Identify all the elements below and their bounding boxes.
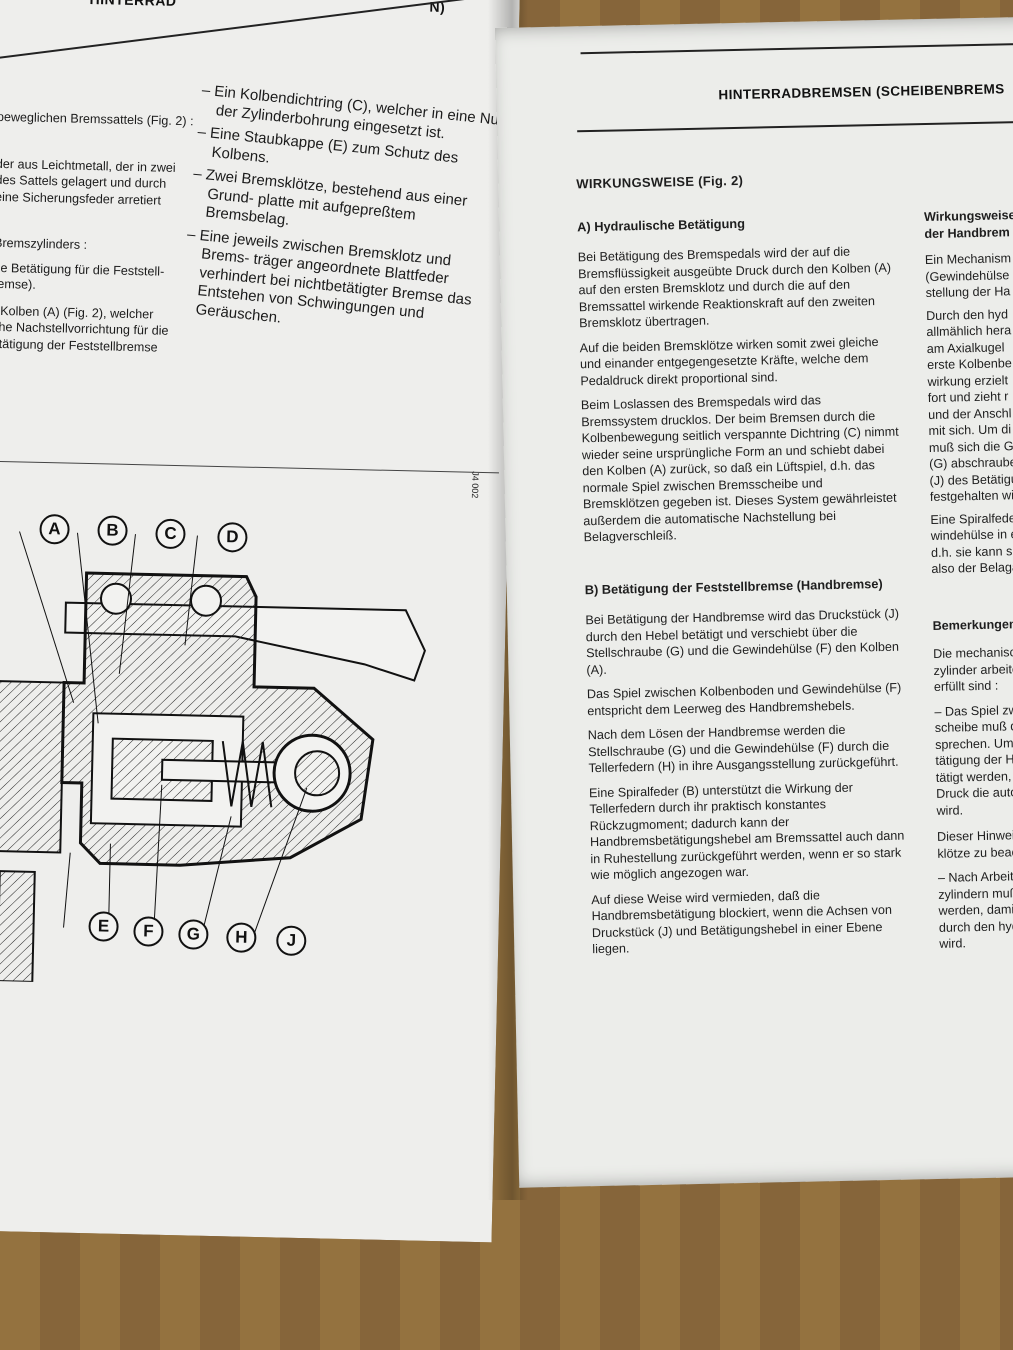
- edge-line: d.h. sie kann sic: [930, 543, 1013, 560]
- right-edge-column: Wirkungsweise der Handbrem Ein Mechanism…: [924, 206, 1013, 952]
- edge-line: windehülse in ei: [930, 527, 1013, 543]
- edge-line: stellung der Ha: [925, 284, 1011, 301]
- paragraph: Beim Loslassen des Bremspedals wird das …: [580, 393, 899, 545]
- paragraph: Auf die beiden Bremsklötze wirken somit …: [579, 334, 879, 388]
- edge-line: muß sich die Ge: [928, 438, 1013, 455]
- edge-line: Wirkungsweise: [923, 208, 1013, 225]
- edge-line: sprechen. Um: [934, 735, 1013, 752]
- edge-line: klötze zu beachte: [937, 844, 1013, 861]
- right-page: HINTERRADBREMSEN (SCHEIBENBREMS WIRKUNGS…: [495, 16, 1013, 1188]
- paragraph: Das Spiel zwischen Kolbenboden und Gewin…: [586, 680, 902, 718]
- edge-line: – Nach Arbeiten: [937, 869, 1013, 885]
- edge-line: und der Anschl: [928, 405, 1012, 422]
- left-bullet-list: – Ein Kolbendichtring (C), welcher in ei…: [178, 82, 511, 354]
- edge-line: wird.: [936, 802, 964, 818]
- left-column-text: beweglichen Bremssattels (Fig. 2) : der …: [0, 109, 197, 356]
- edge-line: mit sich. Um di: [928, 422, 1012, 439]
- right-page-header: HINTERRADBREMSEN (SCHEIBENBREMS: [718, 81, 1005, 103]
- edge-line: zylindern muß: [938, 885, 1013, 902]
- edge-line: am Axialkugel: [926, 339, 1005, 356]
- edge-line: festgehalten wir: [929, 488, 1013, 504]
- left-line: remse).: [0, 276, 36, 292]
- right-header-rule: [577, 120, 1013, 133]
- edge-line: fort und zieht r: [927, 389, 1009, 406]
- edge-line: Dieser Hinweis is: [936, 828, 1013, 844]
- edge-line: werden, damit: [938, 902, 1013, 918]
- edge-line: Durch den hyd: [925, 306, 1009, 323]
- edge-line: wirkung erzielt: [927, 372, 1009, 389]
- edge-line: (G) abschraube: [929, 455, 1013, 472]
- paragraph: Bei Betätigung des Bremspedals wird der …: [577, 244, 892, 331]
- section-title: WIRKUNGSWEISE (Fig. 2): [576, 172, 744, 192]
- edge-line: Bemerkungen :: [932, 616, 1013, 633]
- brake-caliper-diagram: [0, 481, 489, 992]
- left-page: HINTERRAD N) beweglichen Bremssattels (F…: [0, 0, 520, 1242]
- left-line: Bremszylinders :: [0, 235, 88, 252]
- subsection-a-title: A) Hydraulische Betätigung: [577, 215, 746, 234]
- right-main-column: WIRKUNGSWEISE (Fig. 2) A) Hydraulische B…: [576, 170, 910, 966]
- edge-line: (Gewindehülse: [925, 267, 1010, 284]
- edge-line: der Handbrem: [924, 224, 1010, 241]
- edge-line: tätigung der H: [935, 752, 1013, 768]
- left-header-rule: [0, 0, 534, 59]
- left-line: beweglichen Bremssattels (Fig. 2) :: [0, 109, 194, 129]
- edge-line: erfüllt sind :: [933, 678, 999, 694]
- paragraph: Eine Spiralfeder (B) unterstützt die Wir…: [588, 780, 905, 883]
- edge-line: – Das Spiel zwis: [934, 702, 1013, 719]
- left-page-header: HINTERRAD: [89, 0, 176, 9]
- edge-line: erste Kolbenbe: [927, 356, 1013, 373]
- figure-top-rule: [0, 461, 499, 474]
- edge-line: also der Belagab: [931, 560, 1013, 576]
- edge-line: wird.: [939, 936, 967, 951]
- paragraph: Nach dem Lösen der Handbremse werden die…: [587, 722, 899, 776]
- edge-line: Eine Spiralfeder: [930, 510, 1013, 527]
- edge-line: Druck die auto: [935, 785, 1013, 801]
- paragraph: Bei Betätigung der Handbremse wird das D…: [585, 606, 900, 677]
- edge-line: Ein Mechanism: [924, 251, 1012, 268]
- paragraph: Auf diese Weise wird vermieden, daß die …: [591, 887, 893, 957]
- edge-line: Die mechanische: [933, 644, 1013, 661]
- edge-line: durch den hydr: [938, 918, 1013, 935]
- edge-line: (J) des Betätigu: [929, 471, 1013, 488]
- right-top-rule: [580, 42, 1013, 55]
- edge-line: allmählich hera: [926, 323, 1012, 340]
- subsection-b-title: B) Betätigung der Feststellbremse (Handb…: [584, 575, 883, 597]
- edge-line: tätigt werden,: [935, 768, 1012, 785]
- edge-line: zylinder arbeitet: [933, 661, 1013, 678]
- edge-line: scheibe muß d: [934, 719, 1013, 735]
